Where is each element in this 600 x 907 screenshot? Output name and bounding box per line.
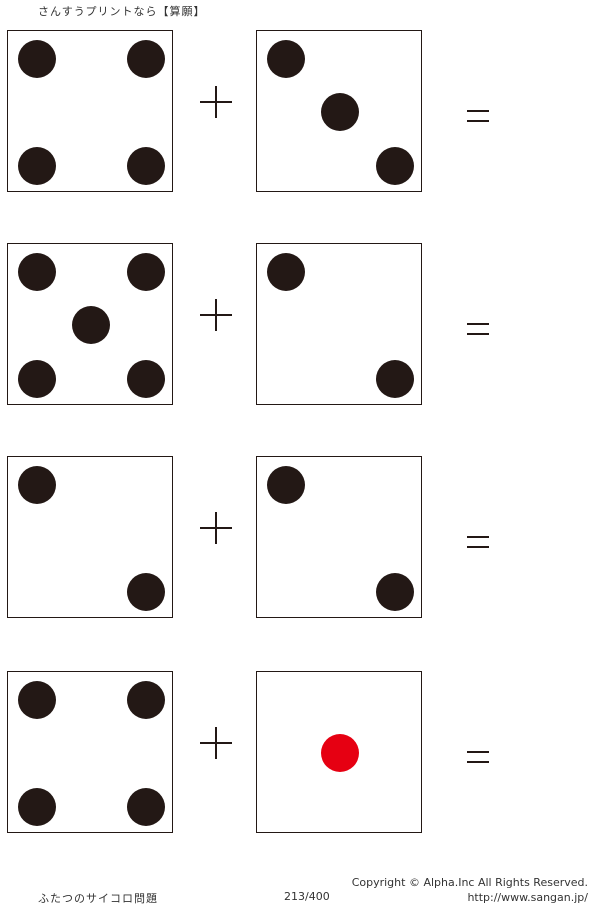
header-title: さんすうプリントなら【算願】: [38, 5, 206, 18]
copyright: Copyright © Alpha.Inc All Rights Reserve…: [351, 876, 588, 889]
plus-sign-icon: [215, 727, 217, 759]
pip-dot-icon: [376, 147, 414, 185]
pip-dot-icon: [127, 681, 165, 719]
equals-sign-icon: [467, 761, 489, 763]
pip-dot-icon: [267, 40, 305, 78]
pip-dot-icon: [127, 147, 165, 185]
equals-sign-icon: [467, 536, 489, 538]
die-right: [256, 30, 422, 192]
pip-dot-icon: [127, 253, 165, 291]
die-right: [256, 243, 422, 405]
equals-sign-icon: [467, 110, 489, 112]
pip-dot-icon: [18, 40, 56, 78]
page-number: 213/400: [284, 890, 330, 903]
die-left: [7, 30, 173, 192]
pip-dot-icon: [72, 306, 110, 344]
pip-dot-icon: [376, 360, 414, 398]
problem-row: [0, 243, 600, 407]
plus-sign-icon: [215, 86, 217, 118]
equals-sign-icon: [467, 323, 489, 325]
pip-dot-icon: [18, 466, 56, 504]
pip-dot-icon: [18, 681, 56, 719]
equals-sign-icon: [467, 751, 489, 753]
pip-dot-icon: [18, 253, 56, 291]
die-left: [7, 243, 173, 405]
pip-dot-icon: [267, 253, 305, 291]
pip-dot-icon: [18, 788, 56, 826]
equals-sign-icon: [467, 120, 489, 122]
problem-row: [0, 30, 600, 194]
problem-row: [0, 456, 600, 620]
die-right: [256, 456, 422, 618]
pip-dot-icon: [376, 573, 414, 611]
worksheet-title: ふたつのサイコロ問題: [38, 892, 158, 905]
die-left: [7, 671, 173, 833]
pip-dot-icon: [18, 147, 56, 185]
pip-dot-icon: [127, 788, 165, 826]
plus-sign-icon: [215, 512, 217, 544]
pip-dot-icon: [127, 573, 165, 611]
pip-dot-icon: [18, 360, 56, 398]
die-right: [256, 671, 422, 833]
pip-dot-icon: [267, 466, 305, 504]
plus-sign-icon: [215, 299, 217, 331]
pip-dot-icon: [321, 734, 359, 772]
equals-sign-icon: [467, 333, 489, 335]
pip-dot-icon: [127, 360, 165, 398]
die-left: [7, 456, 173, 618]
problem-row: [0, 671, 600, 835]
pip-dot-icon: [321, 93, 359, 131]
pip-dot-icon: [127, 40, 165, 78]
equals-sign-icon: [467, 546, 489, 548]
site-url: http://www.sangan.jp/: [467, 891, 588, 904]
